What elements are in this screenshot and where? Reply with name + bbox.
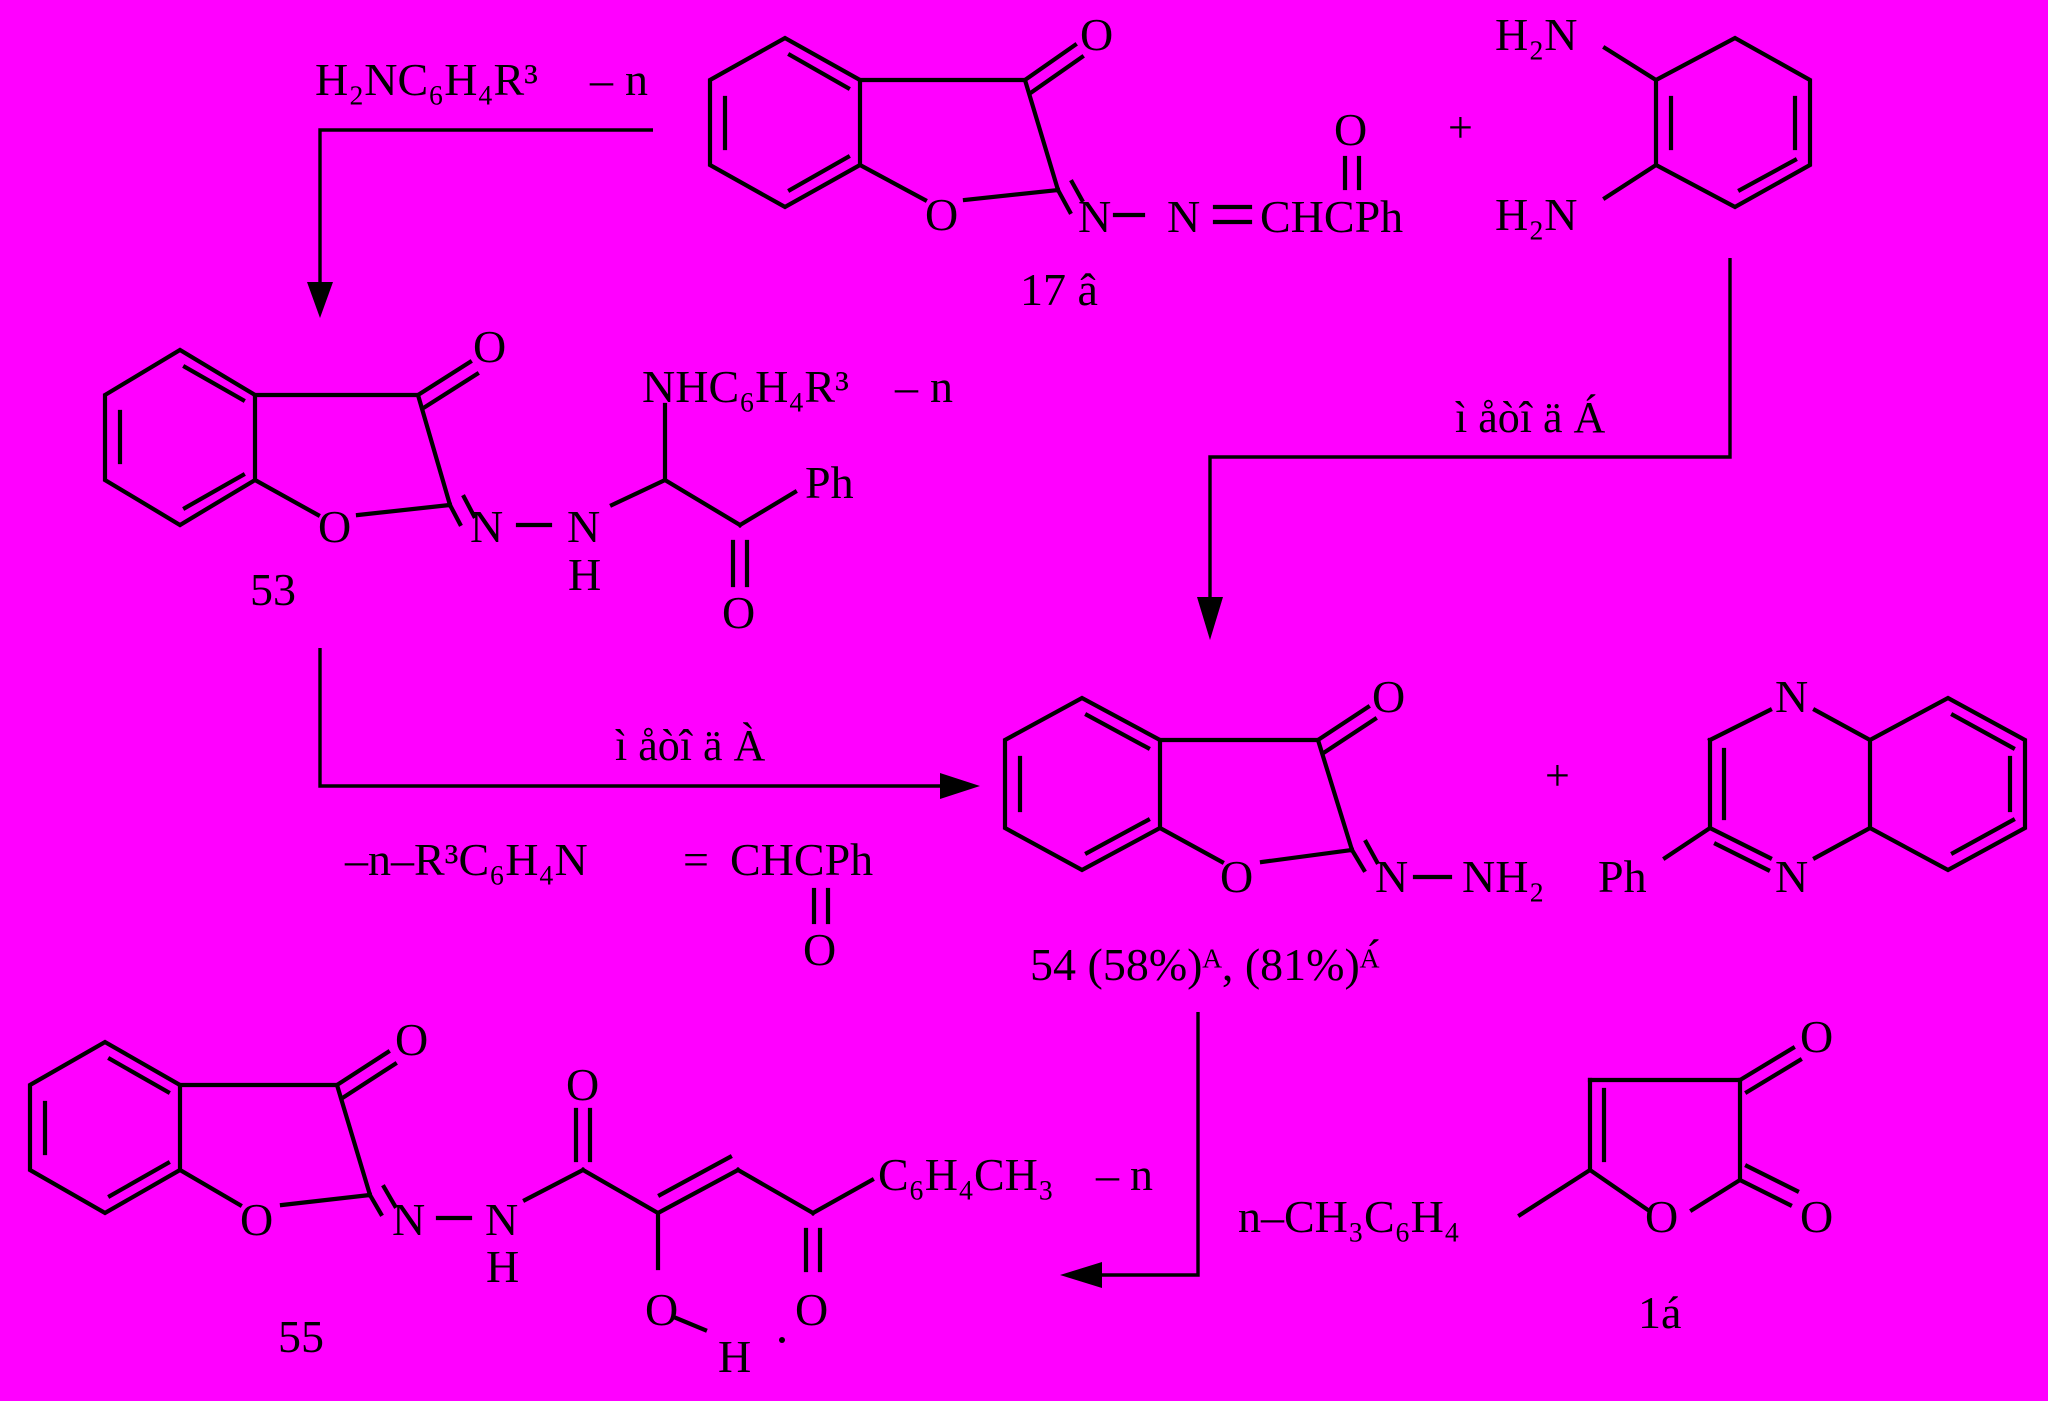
c55-aryl: C₆H₄CH₃ — [878, 1149, 1054, 1200]
arrowhead-54-to-55 — [1060, 1262, 1102, 1288]
c54-ring-o: O — [1220, 851, 1253, 902]
quinoxaline: N N Ph — [1598, 671, 2028, 902]
c55-ring-o: O — [240, 1194, 273, 1245]
c17-n1: N — [1078, 191, 1111, 242]
arrow-amine — [318, 128, 653, 295]
diamine-nh2-top: H₂N — [1495, 9, 1577, 60]
compound-53: O O N N H NHC₆H₄R³ – n Ph O 53 — [102, 321, 953, 638]
c1a-label: 1á — [1638, 1287, 1681, 1338]
c55-aryl-dash: – — [1095, 1149, 1120, 1200]
c54-label: 54 (58%)ᴬ, (81%)ᴬ́ — [1030, 938, 1380, 990]
c1a-ring-o: O — [1645, 1191, 1678, 1242]
c53-acyl-o: O — [722, 587, 755, 638]
c55-keto-o: O — [795, 1284, 828, 1335]
quinox-n-bottom: N — [1775, 851, 1808, 902]
c55-n: N — [392, 1194, 425, 1245]
c17-chain: CHCPh — [1260, 191, 1403, 242]
quinox-n-top: N — [1775, 671, 1808, 722]
c55-label: 55 — [278, 1311, 324, 1362]
compound-55: O O N N H O C₆H₄CH₃ – n O O H 55 — [27, 1014, 1153, 1382]
c55-nh-h: H — [486, 1241, 519, 1292]
c17-ring-o: O — [925, 189, 958, 240]
arrowhead-method-a — [940, 773, 980, 799]
arrow-54-to-55 — [1090, 1012, 1200, 1277]
amine-n: n — [625, 54, 648, 105]
method-a-label: ì åòî ä À — [615, 721, 766, 770]
c53-ring-o: O — [318, 501, 351, 552]
diamine-nh2-bottom: H₂N — [1495, 189, 1577, 240]
byproduct-chain: CHCPh — [730, 834, 873, 885]
c55-enol-o: O — [645, 1284, 678, 1335]
c54-ketone-o: O — [1372, 671, 1405, 722]
plus-mid: + — [1545, 751, 1570, 800]
c17-ketone-o: O — [1080, 9, 1113, 60]
diamine: H₂N H₂N — [1495, 9, 1813, 240]
c53-n: N — [470, 501, 503, 552]
byproduct-o: O — [803, 924, 836, 975]
c55-aryl-n: n — [1130, 1149, 1153, 1200]
compound-54: O O N NH₂ 54 (58%)ᴬ, (81%)ᴬ́ — [1002, 671, 1544, 990]
c17-acyl-o: O — [1334, 104, 1367, 155]
quinox-ph: Ph — [1598, 851, 1647, 902]
c1a-aryl: n–CH₃C₆H₄ — [1238, 1191, 1460, 1242]
compound-17: O O N N CHCPh O 17 â — [707, 9, 1403, 315]
c54-nh2: NH₂ — [1462, 851, 1544, 902]
c17-label: 17 â — [1020, 264, 1098, 315]
c53-label: 53 — [250, 564, 296, 615]
c55-nh-n: N — [485, 1194, 518, 1245]
byproduct-eq: = — [683, 834, 709, 885]
amine-dash: – — [589, 54, 614, 105]
arrowhead-method-b — [1197, 597, 1223, 640]
arrow-method-a — [318, 648, 950, 788]
method-b-label: ì åòî ä Á — [1455, 393, 1606, 442]
byproduct-aryl: –n–R³C₆H₄N — [344, 834, 588, 885]
c53-subst-dash: – — [894, 361, 919, 412]
c17-n2: N — [1167, 191, 1200, 242]
c1a-lactone-o: O — [1800, 1191, 1833, 1242]
c55-h-bridge: H — [718, 1331, 751, 1382]
c53-nh-h: H — [568, 549, 601, 600]
c55-amide-o: O — [566, 1059, 599, 1110]
c1a-ketone-o: O — [1800, 1011, 1833, 1062]
amine-reagent: H₂NC₆H₄R³ — [315, 54, 538, 105]
c53-ph: Ph — [805, 457, 854, 508]
arrow-method-b — [1208, 258, 1732, 610]
compound-1a: O O O n–CH₃C₆H₄ 1á — [1238, 1011, 1833, 1338]
byproduct: –n–R³C₆H₄N = CHCPh O — [344, 834, 873, 975]
c53-ketone-o: O — [473, 321, 506, 372]
c55-ketone-o: O — [395, 1014, 428, 1065]
arrowhead-amine — [307, 282, 333, 318]
c53-subst-n: n — [930, 361, 953, 412]
c54-n: N — [1375, 851, 1408, 902]
plus-top: + — [1448, 103, 1473, 152]
hbond-dot — [779, 1337, 785, 1343]
c53-nh-n: N — [567, 501, 600, 552]
c53-subst: NHC₆H₄R³ — [642, 361, 849, 412]
